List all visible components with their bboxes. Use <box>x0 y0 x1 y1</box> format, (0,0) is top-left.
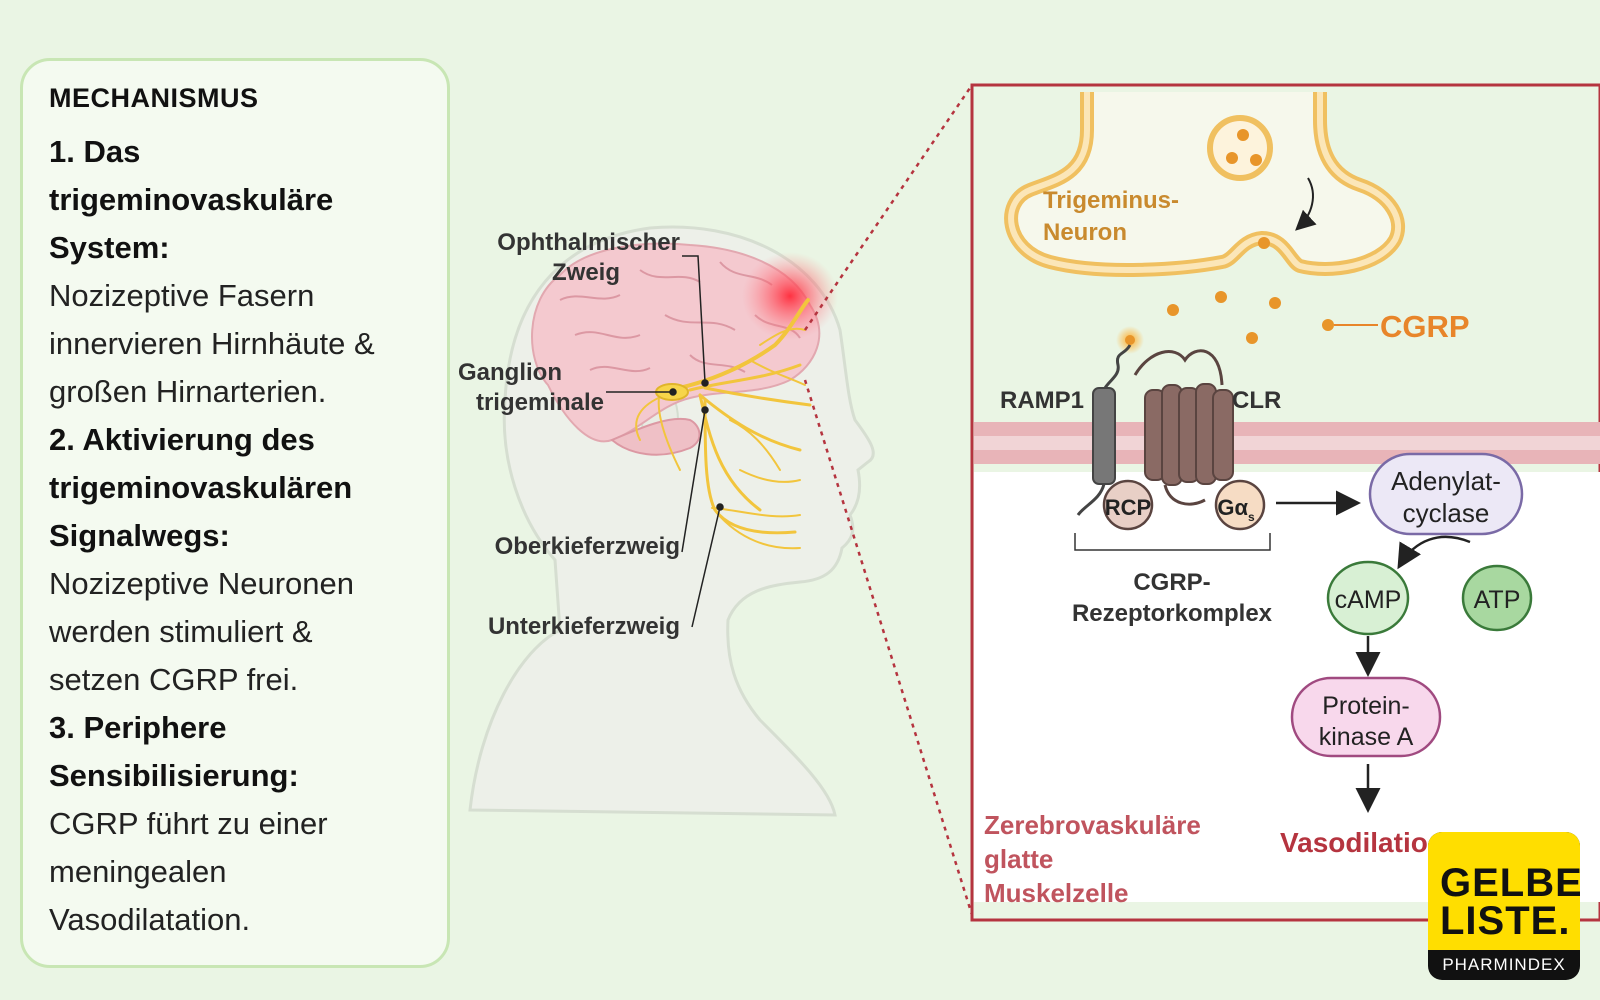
neuron-label-2: Neuron <box>1043 219 1127 246</box>
receptor-complex <box>1074 326 1271 551</box>
panel-title: MECHANISMUS <box>49 83 259 113</box>
vesicle-cgrp-dot <box>1226 152 1238 164</box>
smooth-muscle-label-3: Muskelzelle <box>984 878 1129 908</box>
cgrp-molecule <box>1269 297 1281 309</box>
label-ganglion-1: Ganglion <box>458 359 562 386</box>
step-1-body-line: innervieren Hirnhäute & <box>49 326 375 361</box>
label-ophthalmic-2: Zweig <box>552 259 620 286</box>
atp-to-camp-arrow <box>1397 535 1471 570</box>
step-1-heading-line: 1. Das <box>49 134 141 169</box>
cgrp-molecule <box>1246 332 1258 344</box>
step-2-heading-line: 2. Aktivierung des <box>49 422 315 457</box>
camp-node <box>1326 560 1410 636</box>
clr-helices <box>1144 383 1234 486</box>
step-3-body-line: CGRP führt zu einer <box>49 806 328 841</box>
pka-label-1: Protein- <box>1322 692 1410 720</box>
ramp1-helix <box>1092 387 1116 485</box>
step-2-body-line: werden stimuliert & <box>49 614 313 649</box>
atp-label: ATP <box>1474 586 1521 614</box>
protein-kinase-a-node <box>1290 676 1442 758</box>
smooth-muscle-label-2: glatte <box>984 844 1053 874</box>
rcp-protein <box>1102 479 1154 531</box>
cgrp-legend-dot <box>1322 319 1334 331</box>
vasodilation-label: Vasodilatio <box>1280 827 1428 858</box>
step-1-heading-line: System: <box>49 230 170 265</box>
cgrp-molecule <box>1215 291 1227 303</box>
label-ophthalmic-1: Ophthalmischer <box>497 229 680 256</box>
synaptic-vesicle <box>1207 115 1273 181</box>
logo-line-2: LISTE. <box>1440 899 1571 943</box>
step-1: 1. Das trigeminovaskuläre System: Nozize… <box>49 128 421 416</box>
logo-line-1: GELBE <box>1440 861 1580 905</box>
step-2: 2. Aktivierung des trigeminovaskulären S… <box>49 416 421 704</box>
neuron-terminal <box>1004 92 1406 277</box>
gelbe-liste-logo: GELBE LISTE. PHARMINDEX <box>1428 832 1580 980</box>
adenylate-cyclase-node <box>1368 452 1524 536</box>
smooth-muscle-label-1: Zerebrovaskuläre <box>984 810 1201 840</box>
step-3-heading-line: 3. Periphere <box>49 710 227 745</box>
step-1-body-line: großen Hirnarterien. <box>49 374 327 409</box>
released-cgrp-dot <box>1258 237 1270 249</box>
vesicle-cgrp-dot <box>1237 129 1249 141</box>
mechanism-panel: MECHANISMUS 1. Das trigeminovaskuläre Sy… <box>20 58 450 968</box>
complex-label-2: Rezeptorkomplex <box>1072 600 1273 627</box>
head-label-leaders <box>606 255 724 628</box>
clr-label: CLR <box>1232 387 1281 414</box>
adenylate-label-2: cyclase <box>1403 498 1490 528</box>
step-1-heading-line: trigeminovaskuläre <box>49 182 334 217</box>
step-2-body-line: Nozizeptive Neuronen <box>49 566 355 601</box>
rcp-label: RCP <box>1105 495 1151 520</box>
step-2-heading-line: Signalwegs: <box>49 518 230 553</box>
signaling-cascade <box>1276 452 1533 813</box>
label-ganglion-2: trigeminale <box>476 389 604 416</box>
logo-subtitle: PHARMINDEX <box>1442 955 1566 974</box>
pka-label-2: kinase A <box>1319 723 1414 751</box>
step-1-body-line: Nozizeptive Fasern <box>49 278 315 313</box>
zoom-connector <box>803 84 974 916</box>
step-2-heading-line: trigeminovaskulären <box>49 470 353 505</box>
step-3-body-line: meningealen <box>49 854 227 889</box>
vesicle-cgrp-dot <box>1250 154 1262 166</box>
label-maxillary: Oberkieferzweig <box>495 533 680 560</box>
step-3-body-line: Vasodilatation. <box>49 902 251 937</box>
pain-glow <box>742 252 838 340</box>
release-arrow <box>1295 177 1317 231</box>
complex-bracket <box>1074 533 1271 551</box>
complex-label-1: CGRP- <box>1133 569 1210 596</box>
step-3-heading-line: Sensibilisierung: <box>49 758 299 793</box>
ramp1-label: RAMP1 <box>1000 387 1084 414</box>
step-2-body-line: setzen CGRP frei. <box>49 662 299 697</box>
galpha-label: Gαs <box>1217 495 1255 524</box>
cgrp-label: CGRP <box>1380 309 1470 344</box>
camp-label: cAMP <box>1335 586 1402 614</box>
neuron-label-1: Trigeminus- <box>1043 187 1179 214</box>
adenylate-label-1: Adenylat- <box>1391 466 1501 496</box>
atp-node <box>1461 564 1533 632</box>
step-3: 3. Periphere Sensibilisierung: CGRP führ… <box>49 704 421 944</box>
label-mandibular: Unterkieferzweig <box>488 613 680 640</box>
cgrp-molecule <box>1167 304 1179 316</box>
galpha-s-protein <box>1214 479 1266 531</box>
